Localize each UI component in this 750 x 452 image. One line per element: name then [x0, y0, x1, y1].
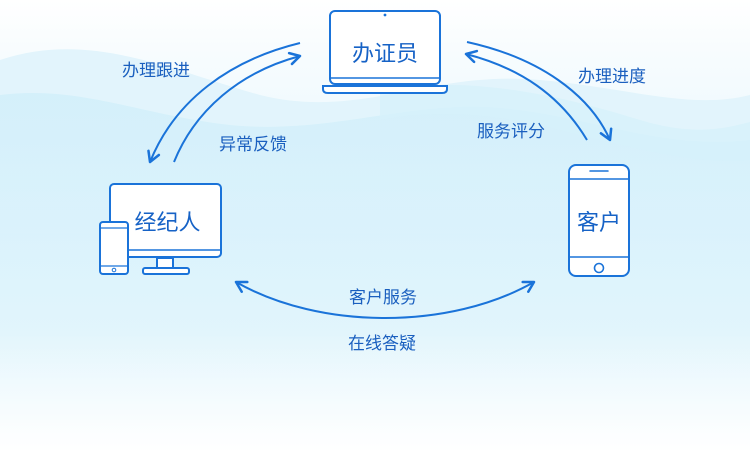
edge-label-clerk-to-broker: 办理跟进 — [122, 61, 190, 81]
laptop-icon — [322, 10, 448, 94]
edge-label-customer-to-clerk: 服务评分 — [477, 122, 545, 142]
edge-label-broker-to-clerk: 异常反馈 — [219, 135, 287, 155]
arrow-broker-customer — [234, 280, 536, 319]
arrow-clerk-to-broker — [147, 42, 301, 164]
background-wave-thin — [380, 84, 750, 161]
broker-phone-icon — [99, 221, 129, 275]
edge-label-clerk-to-customer: 办理进度 — [578, 67, 646, 87]
edge-label-customer-to-broker: 在线答疑 — [348, 334, 416, 354]
smartphone-icon — [568, 164, 630, 277]
node-label-customer: 客户 — [576, 211, 621, 236]
node-label-clerk: 办证员 — [351, 42, 418, 67]
edge-label-broker-to-customer: 客户服务 — [349, 288, 417, 308]
arrow-clerk-to-customer — [466, 41, 613, 142]
arrow-customer-to-clerk — [464, 49, 588, 141]
node-label-broker: 经纪人 — [134, 211, 201, 236]
background-fade — [0, 330, 750, 452]
arrow-broker-to-clerk — [173, 51, 302, 163]
